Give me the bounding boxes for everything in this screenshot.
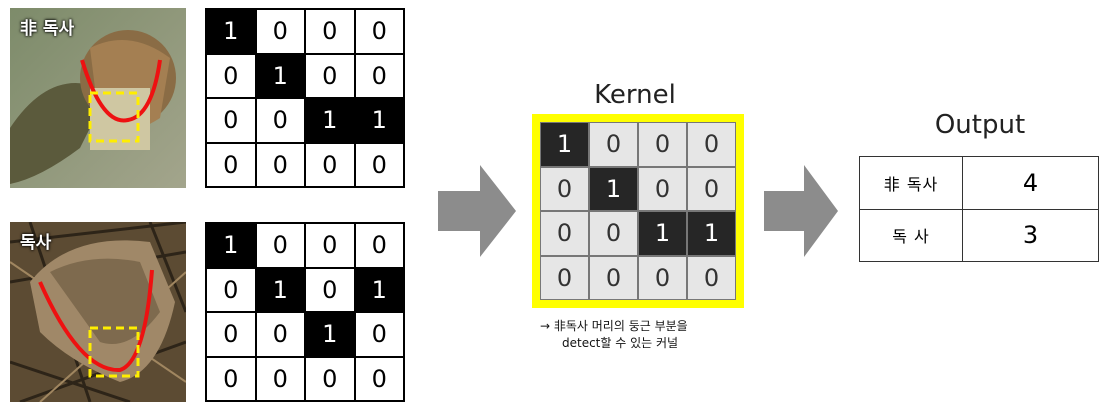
grid-cell: 0 <box>306 357 354 400</box>
grid-cell: 1 <box>688 212 735 255</box>
grid-cell: 1 <box>256 268 304 311</box>
grid-cell: 1 <box>355 99 403 142</box>
output-row-name: 非 독사 <box>859 156 963 210</box>
grid-cell: 0 <box>355 224 403 267</box>
output-row-value: 4 <box>962 156 1099 210</box>
grid-cell: 1 <box>306 99 354 142</box>
grid-cell: 1 <box>639 212 686 255</box>
grid-cell: 0 <box>639 256 686 299</box>
grid-cell: 0 <box>541 212 588 255</box>
grid-cell: 0 <box>256 10 304 53</box>
venomous-snake-image <box>10 222 186 402</box>
snake-photo-nonvenomous: 非 독사 <box>10 8 186 188</box>
grid-cell: 0 <box>207 357 255 400</box>
grid-cell: 0 <box>306 10 354 53</box>
grid-cell: 0 <box>590 212 637 255</box>
nonvenomous-snake-image <box>10 8 186 188</box>
grid-cell: 0 <box>256 224 304 267</box>
grid-cell: 0 <box>207 54 255 97</box>
table-row: 독 사 3 <box>859 208 1099 262</box>
output-row-value: 3 <box>962 208 1099 262</box>
grid-cell: 1 <box>207 10 255 53</box>
grid-cell: 0 <box>541 167 588 210</box>
grid-cell: 0 <box>207 99 255 142</box>
grid-cell: 0 <box>541 256 588 299</box>
grid-cell: 0 <box>355 54 403 97</box>
grid-cell: 1 <box>590 167 637 210</box>
grid-cell: 0 <box>256 99 304 142</box>
grid-cell: 0 <box>590 123 637 166</box>
grid-cell: 0 <box>306 224 354 267</box>
kernel-note-line2: detect할 수 있는 커널 <box>562 336 679 350</box>
photo-label: 독사 <box>20 233 52 253</box>
grid-cell: 1 <box>306 313 354 356</box>
grid-cell: 0 <box>256 313 304 356</box>
grid-cell: 0 <box>639 167 686 210</box>
table-row: 非 독사 4 <box>859 156 1099 210</box>
grid-cell: 0 <box>688 123 735 166</box>
grid-cell: 0 <box>355 10 403 53</box>
grid-cell: 0 <box>306 54 354 97</box>
grid-cell: 0 <box>256 357 304 400</box>
output-title: Output <box>934 110 1026 140</box>
grid-cell: 0 <box>688 167 735 210</box>
arrow-icon <box>438 165 516 257</box>
grid-cell: 0 <box>207 268 255 311</box>
grid-cell: 0 <box>207 143 255 186</box>
grid-cell: 0 <box>306 143 354 186</box>
output-table: 非 독사 4 독 사 3 <box>859 156 1099 262</box>
grid-cell: 0 <box>306 268 354 311</box>
grid-cell: 1 <box>256 54 304 97</box>
grid-cell: 1 <box>541 123 588 166</box>
kernel-note: → 非독사 머리의 둥근 부분을 detect할 수 있는 커널 <box>540 318 688 352</box>
grid-cell: 0 <box>355 357 403 400</box>
arrow-icon <box>764 165 838 257</box>
grid-cell: 0 <box>639 123 686 166</box>
grid-cell: 0 <box>256 143 304 186</box>
grid-cell: 0 <box>355 313 403 356</box>
grid-cell: 1 <box>355 268 403 311</box>
photo-label: 非 독사 <box>20 19 75 39</box>
kernel-note-line1: → 非독사 머리의 둥근 부분을 <box>540 319 688 333</box>
kernel-title: Kernel <box>594 80 676 110</box>
grid-cell: 0 <box>688 256 735 299</box>
grid-cell: 0 <box>207 313 255 356</box>
grid-cell: 1 <box>207 224 255 267</box>
output-row-name: 독 사 <box>859 208 963 262</box>
grid-cell: 0 <box>590 256 637 299</box>
snake-photo-venomous: 독사 <box>10 222 186 402</box>
grid-cell: 0 <box>355 143 403 186</box>
